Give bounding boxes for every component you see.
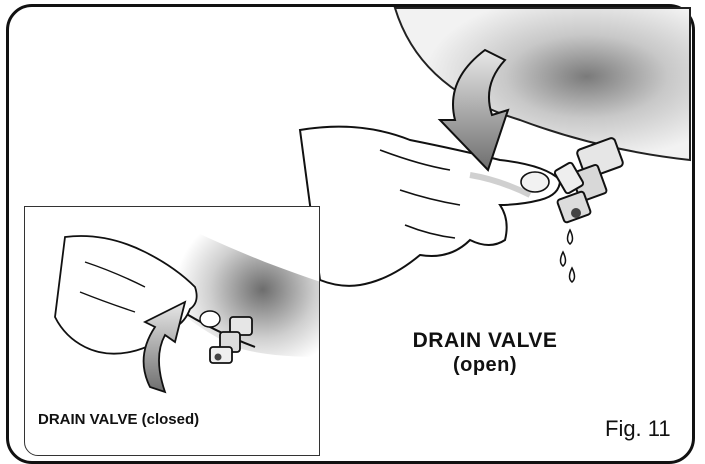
- inset-tank: [175, 222, 320, 357]
- hand-open: [300, 127, 560, 286]
- drain-valve-open-title: DRAIN VALVE: [400, 329, 570, 353]
- drain-valve-open-status: (open): [400, 354, 570, 377]
- drip-2: [561, 252, 566, 266]
- drain-valve-closed-label: DRAIN VALVE (closed): [38, 411, 199, 428]
- tank-body: [395, 8, 690, 160]
- drip-3: [570, 268, 575, 282]
- figure-number: Fig. 11: [605, 416, 671, 442]
- drip-1: [568, 230, 573, 244]
- valve-open: [554, 137, 624, 223]
